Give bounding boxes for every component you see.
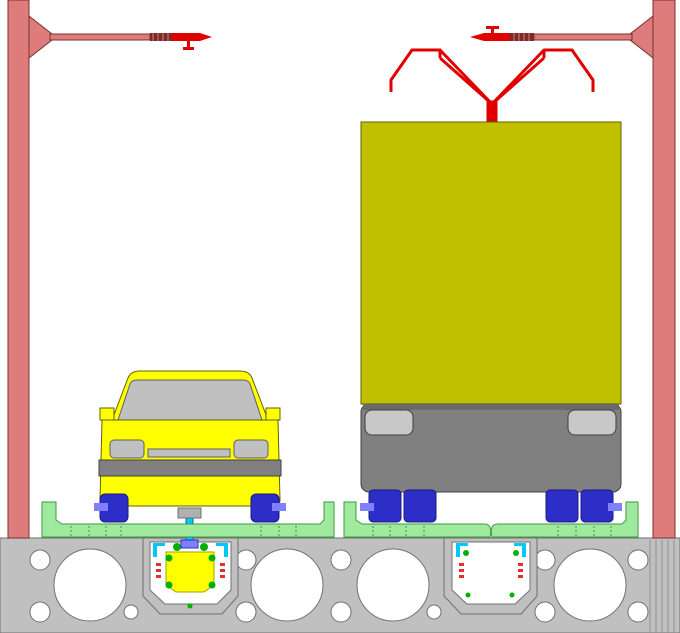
pole-mast — [652, 0, 676, 539]
contact-wire-clamp-icon — [470, 26, 510, 41]
slab-void-small — [534, 601, 556, 623]
truck-rear — [360, 121, 622, 523]
slab-void-small — [330, 549, 352, 571]
truck-lamp-right — [567, 409, 617, 436]
tire-icon — [545, 489, 579, 523]
channel-collector-fill — [165, 551, 215, 593]
channel-contacts-red — [156, 563, 225, 578]
slab-void-large — [356, 548, 430, 622]
lane-tray-right — [343, 501, 639, 538]
channel-contacts-green — [165, 543, 216, 609]
slab-void-small — [235, 549, 257, 571]
truck-tires — [360, 489, 622, 523]
truck-lamp-left — [364, 409, 414, 436]
slab-hatch — [649, 540, 675, 633]
car-rear-window — [117, 379, 263, 421]
car-plate-area — [147, 448, 231, 458]
hub-icon — [272, 503, 286, 511]
slab-void-small — [330, 601, 352, 623]
overhead-pole-right — [470, 0, 676, 539]
channel-rail-cyan — [153, 543, 228, 557]
insulator-icon — [150, 33, 172, 41]
contact-wire-clamp-icon — [172, 33, 212, 50]
car-bumper — [98, 459, 282, 477]
pole-mast — [7, 0, 30, 539]
hub-icon — [94, 503, 108, 511]
ground-conductor-channel-occupied — [142, 507, 239, 615]
hub-icon — [608, 503, 622, 511]
slab-void-small — [426, 604, 442, 620]
channel-cavity — [451, 541, 531, 605]
slab-void-small — [29, 601, 51, 623]
lane-tray-left — [41, 501, 335, 538]
lane-tray-bolts — [70, 526, 297, 536]
truck-pantograph — [389, 48, 595, 124]
car-lamp-right — [233, 439, 269, 459]
slab-void-large — [553, 548, 627, 622]
slab-void-small — [627, 601, 649, 623]
car-lamp-left — [109, 439, 145, 459]
car-mirror-right — [265, 407, 281, 421]
slab-void-small — [534, 549, 556, 571]
slab-void-large — [53, 548, 127, 622]
concrete-road-slab — [0, 537, 680, 633]
lane-tray-bolts — [372, 526, 612, 536]
ground-conductor-channel-empty — [443, 537, 538, 615]
slab-void-small — [627, 549, 649, 571]
car-tires — [94, 493, 286, 523]
channel-contacts-green — [463, 550, 519, 598]
tire-icon — [403, 489, 437, 523]
pole-arm — [49, 33, 151, 41]
slab-void-small — [235, 601, 257, 623]
truck-bumper-line — [363, 404, 619, 410]
slab-void-large — [250, 548, 324, 622]
overhead-pole-left — [7, 0, 212, 539]
hub-icon — [360, 503, 374, 511]
car-mirror-left — [99, 407, 115, 421]
channel-contacts-red — [459, 563, 523, 578]
insulator-icon — [510, 33, 534, 41]
pole-arm — [533, 33, 633, 41]
passenger-car-rear — [94, 370, 286, 523]
channel-rail-cyan — [456, 543, 526, 557]
truck-cargo-box — [360, 121, 622, 405]
slab-void-small — [123, 604, 139, 620]
slab-void-small — [29, 549, 51, 571]
